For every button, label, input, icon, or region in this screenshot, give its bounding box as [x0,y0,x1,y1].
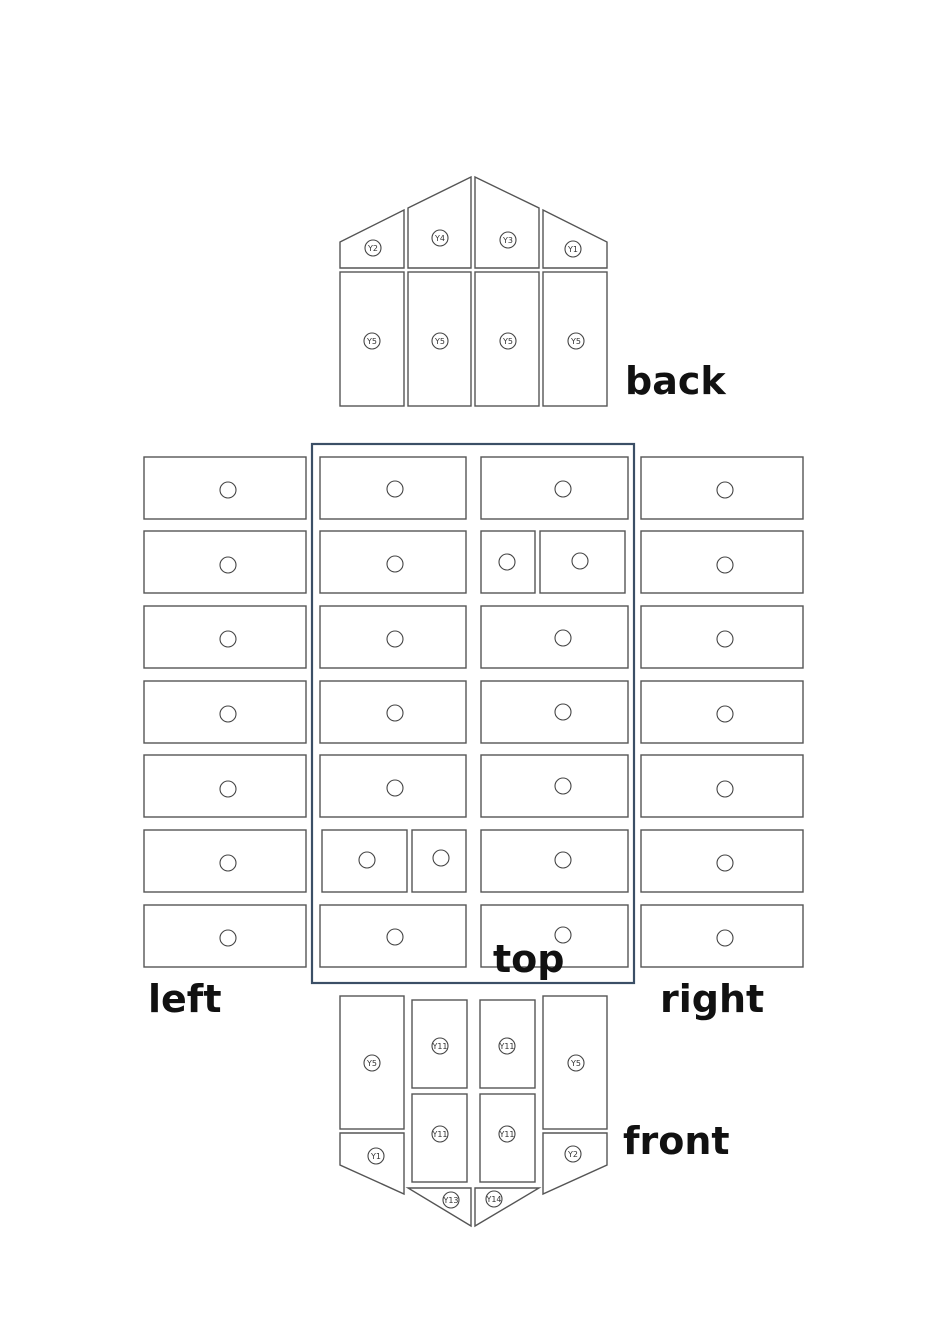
top-right-marker-1 [555,481,571,497]
right-label: right [660,977,764,1021]
left-marker-5 [220,781,236,797]
back-panel-upper-1 [340,210,404,268]
left-marker-4 [220,706,236,722]
svg-text:Y4: Y4 [434,234,445,243]
back-marker-upper-2: Y4 [432,230,448,246]
top-left-column [320,457,466,967]
top-right-marker-5 [555,778,571,794]
top-right-panel-1 [481,457,628,519]
svg-text:Y5: Y5 [366,337,377,346]
back-section: Y2 Y4 Y3 Y1 Y5 Y5 Y5 Y5 back [340,177,726,406]
back-marker-upper-4: Y1 [565,241,581,257]
top-right-marker-4 [555,704,571,720]
front-corner-panel-right [543,1133,607,1194]
front-marker-inner-3: Y11 [431,1126,448,1142]
back-marker-lower-4: Y5 [568,333,584,349]
front-marker-tip-left: Y13 [442,1192,459,1208]
right-marker-7 [717,930,733,946]
top-left-marker-6a [359,852,375,868]
front-tip-panel-left [408,1188,471,1226]
svg-text:Y2: Y2 [567,1150,578,1159]
front-marker-inner-1: Y11 [431,1038,448,1054]
left-marker-3 [220,631,236,647]
top-right-marker-6 [555,852,571,868]
top-left-marker-6b [433,850,449,866]
top-left-marker-4 [387,705,403,721]
svg-text:Y5: Y5 [570,1059,581,1068]
back-marker-lower-1: Y5 [364,333,380,349]
right-marker-2 [717,557,733,573]
top-label: top [493,937,564,981]
left-section: left [144,457,306,1021]
svg-text:Y1: Y1 [370,1152,381,1161]
top-left-marker-5 [387,780,403,796]
left-marker-7 [220,930,236,946]
front-section: Y5 Y5 Y11 Y11 Y11 Y11 Y1 Y2 Y13 Y14 fron… [340,996,730,1226]
front-marker-side-left: Y5 [364,1055,380,1071]
back-marker-upper-3: Y3 [500,232,516,248]
top-left-marker-7 [387,929,403,945]
top-left-marker-2 [387,556,403,572]
front-marker-inner-4: Y11 [498,1126,515,1142]
back-marker-upper-1: Y2 [365,240,381,256]
left-marker-2 [220,557,236,573]
top-right-panel-3 [481,606,628,668]
right-marker-1 [717,482,733,498]
front-label: front [623,1119,730,1163]
back-panel-upper-2 [408,177,471,268]
top-left-marker-1 [387,481,403,497]
top-right-marker-2a [499,554,515,570]
front-marker-inner-2: Y11 [498,1038,515,1054]
top-right-column: top [481,457,628,981]
svg-text:Y11: Y11 [498,1042,514,1051]
svg-text:Y2: Y2 [367,244,378,253]
svg-text:Y11: Y11 [431,1130,447,1139]
svg-text:Y1: Y1 [567,245,578,254]
svg-text:Y3: Y3 [502,236,513,245]
back-panel-upper-4 [543,210,607,268]
top-left-marker-3 [387,631,403,647]
back-marker-lower-3: Y5 [500,333,516,349]
front-marker-side-right: Y5 [568,1055,584,1071]
svg-text:Y5: Y5 [502,337,513,346]
right-marker-5 [717,781,733,797]
left-marker-1 [220,482,236,498]
back-panel-upper-3 [475,177,539,268]
svg-text:Y5: Y5 [366,1059,377,1068]
top-right-panel-6 [481,830,628,892]
svg-text:Y11: Y11 [498,1130,514,1139]
front-tip-panel-right [475,1188,539,1226]
right-marker-3 [717,631,733,647]
back-label: back [625,359,726,403]
left-marker-6 [220,855,236,871]
front-marker-tip-right: Y14 [485,1191,502,1207]
left-label: left [148,977,222,1021]
svg-text:Y13: Y13 [442,1196,458,1205]
right-marker-6 [717,855,733,871]
front-marker-corner-right: Y2 [565,1146,581,1162]
svg-text:Y11: Y11 [431,1042,447,1051]
top-right-marker-2b [572,553,588,569]
top-right-marker-3 [555,630,571,646]
svg-text:Y5: Y5 [570,337,581,346]
back-marker-lower-2: Y5 [432,333,448,349]
front-marker-corner-left: Y1 [368,1148,384,1164]
right-section: right [641,457,803,1021]
svg-text:Y14: Y14 [485,1195,501,1204]
right-marker-4 [717,706,733,722]
svg-text:Y5: Y5 [434,337,445,346]
